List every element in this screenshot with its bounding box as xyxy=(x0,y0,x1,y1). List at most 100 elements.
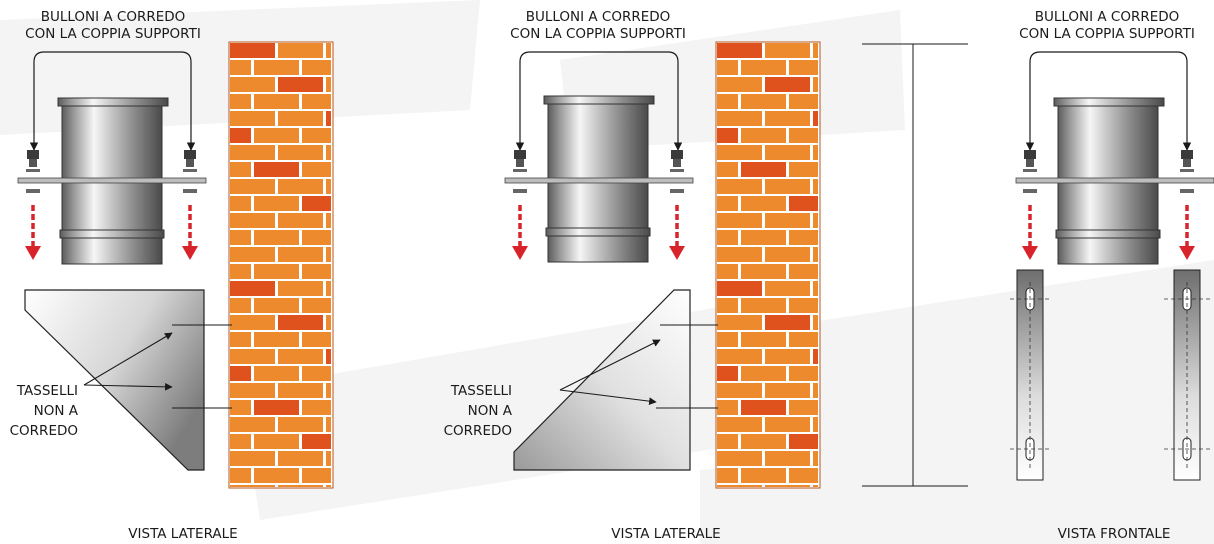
anchor-pointer-lower xyxy=(559,389,657,405)
bolts-pointer xyxy=(515,51,683,151)
brick xyxy=(717,366,738,381)
brick xyxy=(813,349,818,364)
brick xyxy=(326,111,331,126)
brick xyxy=(789,128,818,143)
brick xyxy=(230,264,251,279)
wall-bracket-plate xyxy=(24,289,205,471)
brick xyxy=(278,145,323,160)
brick xyxy=(717,60,738,75)
brick xyxy=(717,332,738,347)
anchors-label-line3: CORREDO xyxy=(10,423,78,439)
brick xyxy=(278,111,323,126)
brick xyxy=(717,162,738,177)
brick xyxy=(717,281,762,296)
brick xyxy=(302,332,331,347)
brick xyxy=(717,247,762,262)
bolt-left xyxy=(1023,150,1037,193)
brick xyxy=(717,128,738,143)
bracket-bar-right xyxy=(1164,269,1210,481)
brick xyxy=(765,247,810,262)
brick xyxy=(230,434,251,449)
brick xyxy=(717,77,762,92)
brick xyxy=(741,94,786,109)
brick xyxy=(254,400,299,415)
brick xyxy=(813,315,818,330)
brick xyxy=(254,94,299,109)
brick xyxy=(254,60,299,75)
brick xyxy=(741,400,786,415)
brick xyxy=(302,434,331,449)
brick xyxy=(302,366,331,381)
brick xyxy=(230,417,275,432)
brick xyxy=(302,60,331,75)
bolts-label-line1: BULLONI A CORREDO xyxy=(526,9,671,25)
brick xyxy=(741,468,786,483)
brick xyxy=(717,383,762,398)
brick xyxy=(813,417,818,432)
brick xyxy=(230,315,275,330)
wall-bracket-plate xyxy=(513,289,691,471)
anchors-label-line2: NON A xyxy=(468,403,513,419)
brick xyxy=(302,128,331,143)
brick xyxy=(813,77,818,92)
brick xyxy=(789,264,818,279)
brick xyxy=(741,196,786,211)
brick xyxy=(326,315,331,330)
brick xyxy=(326,213,331,228)
brick xyxy=(230,468,251,483)
brick xyxy=(717,349,762,364)
brick xyxy=(278,281,323,296)
brick xyxy=(717,485,762,487)
brick xyxy=(254,298,299,313)
brick xyxy=(789,366,818,381)
brick xyxy=(230,451,275,466)
brick xyxy=(230,400,251,415)
brick xyxy=(813,485,818,487)
bolts-label-line2: CON LA COPPIA SUPPORTI xyxy=(510,26,686,42)
brick xyxy=(326,349,331,364)
brick xyxy=(741,162,786,177)
brick xyxy=(254,230,299,245)
brick xyxy=(254,196,299,211)
brick xyxy=(326,145,331,160)
brick xyxy=(789,60,818,75)
brick xyxy=(302,196,331,211)
brick xyxy=(717,400,738,415)
brick xyxy=(813,451,818,466)
brick xyxy=(278,383,323,398)
brick xyxy=(230,281,275,296)
panel-front-view: BULLONI A CORREDO CON LA COPPIA SUPPORTI xyxy=(1010,9,1214,542)
red-down-arrow-left xyxy=(512,205,528,260)
brick xyxy=(278,315,323,330)
brick xyxy=(326,383,331,398)
brick xyxy=(741,434,786,449)
brick xyxy=(741,298,786,313)
brick xyxy=(326,485,331,487)
red-down-arrow-right xyxy=(1179,205,1195,260)
flue-pipe xyxy=(1053,97,1165,265)
brick xyxy=(302,468,331,483)
red-down-arrow-right xyxy=(669,205,685,260)
bolts-label-line1: BULLONI A CORREDO xyxy=(1035,9,1180,25)
bolt-right xyxy=(1180,150,1194,193)
brick xyxy=(278,485,323,487)
brick xyxy=(230,366,251,381)
bolt-right xyxy=(183,150,197,193)
bolt-left xyxy=(513,150,527,193)
brick xyxy=(230,43,275,58)
brick xyxy=(278,77,323,92)
brick xyxy=(789,468,818,483)
brick xyxy=(230,111,275,126)
brick xyxy=(302,298,331,313)
brick xyxy=(717,111,762,126)
red-down-arrow-left xyxy=(1022,205,1038,260)
bolts-label-line2: CON LA COPPIA SUPPORTI xyxy=(25,26,201,42)
brick xyxy=(813,179,818,194)
wall-outline xyxy=(715,41,821,489)
brick xyxy=(254,434,299,449)
brick xyxy=(278,247,323,262)
brick xyxy=(326,247,331,262)
brick xyxy=(789,230,818,245)
brick xyxy=(230,128,251,143)
